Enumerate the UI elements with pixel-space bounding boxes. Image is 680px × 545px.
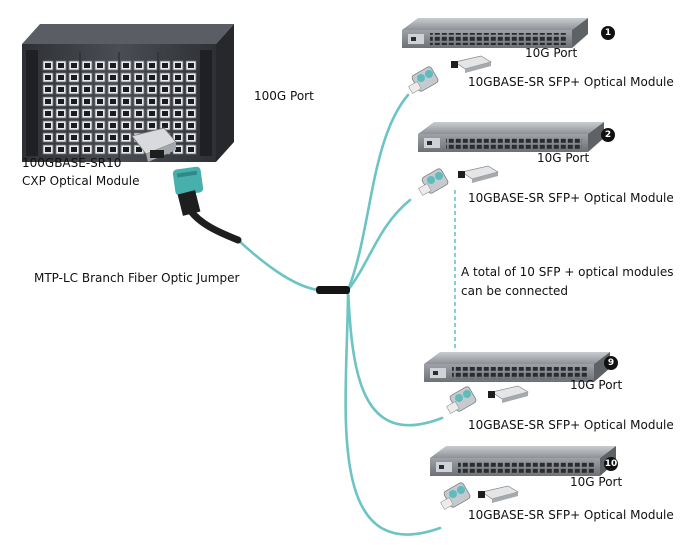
lc-connector-icon-9 bbox=[446, 386, 477, 414]
switch-9-port-label: 10G Port bbox=[570, 378, 623, 392]
branch-cable-1 bbox=[346, 93, 410, 292]
switch-badge-2: 2 bbox=[601, 128, 615, 142]
core-port-label: 100G Port bbox=[254, 89, 314, 103]
sfp-module-icon-9 bbox=[488, 385, 529, 403]
branch-cable-10 bbox=[344, 288, 442, 536]
access-switch-9 bbox=[424, 352, 610, 382]
switch-badge-9: 9 bbox=[604, 356, 618, 370]
note-line1: A total of 10 SFP + optical modules bbox=[461, 265, 674, 279]
sfp-module-icon-1 bbox=[451, 55, 492, 73]
cxp-optical-module-icon bbox=[131, 127, 177, 162]
switch-2-module-label: 10GBASE-SR SFP+ Optical Module bbox=[468, 191, 674, 205]
switch-badge-10: 10 bbox=[604, 457, 618, 471]
switch-2-port-label: 10G Port bbox=[537, 151, 590, 165]
branch-cable-9 bbox=[346, 288, 444, 427]
jumper-label: MTP-LC Branch Fiber Optic Jumper bbox=[34, 271, 240, 285]
switch-1-module-label: 10GBASE-SR SFP+ Optical Module bbox=[468, 75, 674, 89]
access-switches bbox=[402, 18, 616, 510]
access-switch-1 bbox=[402, 18, 588, 48]
switch-10-module-label: 10GBASE-SR SFP+ Optical Module bbox=[468, 508, 674, 522]
cxp-module-label-line1: 100GBASE-SR10 bbox=[22, 156, 122, 170]
note-line2: can be connected bbox=[461, 284, 569, 298]
core-switch-chassis bbox=[22, 24, 234, 162]
lc-connector-icon-1 bbox=[408, 66, 439, 94]
switch-10-port-label: 10G Port bbox=[570, 475, 623, 489]
lc-connector-icon-2 bbox=[418, 168, 449, 196]
sfp-module-icon-2 bbox=[458, 165, 499, 183]
cxp-module-label-line2: CXP Optical Module bbox=[22, 174, 140, 188]
access-switch-10 bbox=[430, 446, 616, 476]
switch-badge-1: 1 bbox=[601, 26, 615, 40]
sfp-module-icon-10 bbox=[478, 485, 519, 503]
lc-connector-icon-10 bbox=[440, 482, 471, 510]
mtp-connector-icon bbox=[172, 166, 242, 244]
branch-cable-2 bbox=[346, 198, 412, 292]
trunk-cable bbox=[236, 238, 320, 292]
access-switch-2 bbox=[418, 122, 604, 152]
breakout-boot bbox=[316, 286, 350, 294]
fiber-cables bbox=[236, 93, 444, 536]
switch-1-port-label: 10G Port bbox=[525, 46, 578, 60]
switch-9-module-label: 10GBASE-SR SFP+ Optical Module bbox=[468, 418, 674, 432]
